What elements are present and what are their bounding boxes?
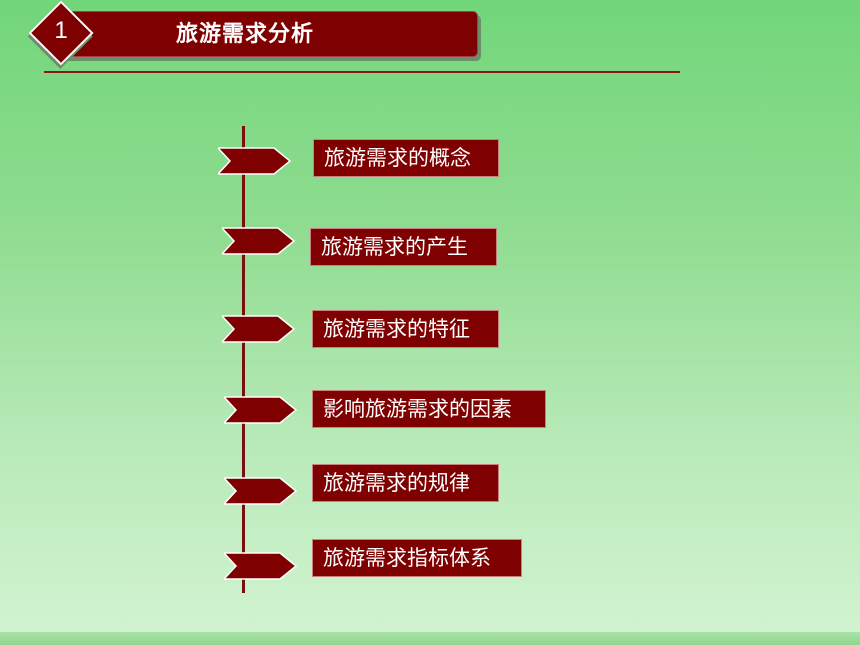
topic-box-laws[interactable]: 旅游需求的规律 — [312, 464, 499, 502]
timeline-line — [242, 126, 245, 593]
topic-box-features[interactable]: 旅游需求的特征 — [312, 310, 499, 348]
chevron-arrow-icon — [222, 315, 296, 343]
topic-box-concept[interactable]: 旅游需求的概念 — [313, 139, 499, 177]
chevron-arrow-icon — [224, 552, 298, 580]
topic-box-indicators[interactable]: 旅游需求指标体系 — [312, 539, 522, 577]
title-banner — [56, 11, 478, 57]
bottom-stripe — [0, 632, 860, 645]
chevron-arrow-icon — [222, 227, 296, 255]
page-title: 旅游需求分析 — [176, 22, 315, 47]
chevron-arrow-icon — [224, 477, 298, 505]
topic-box-factors[interactable]: 影响旅游需求的因素 — [312, 390, 546, 428]
section-number: 1 — [54, 17, 68, 44]
topic-box-origin[interactable]: 旅游需求的产生 — [310, 228, 497, 266]
chevron-arrow-icon — [218, 147, 292, 175]
chevron-arrow-icon — [224, 396, 298, 424]
title-divider — [44, 71, 680, 73]
